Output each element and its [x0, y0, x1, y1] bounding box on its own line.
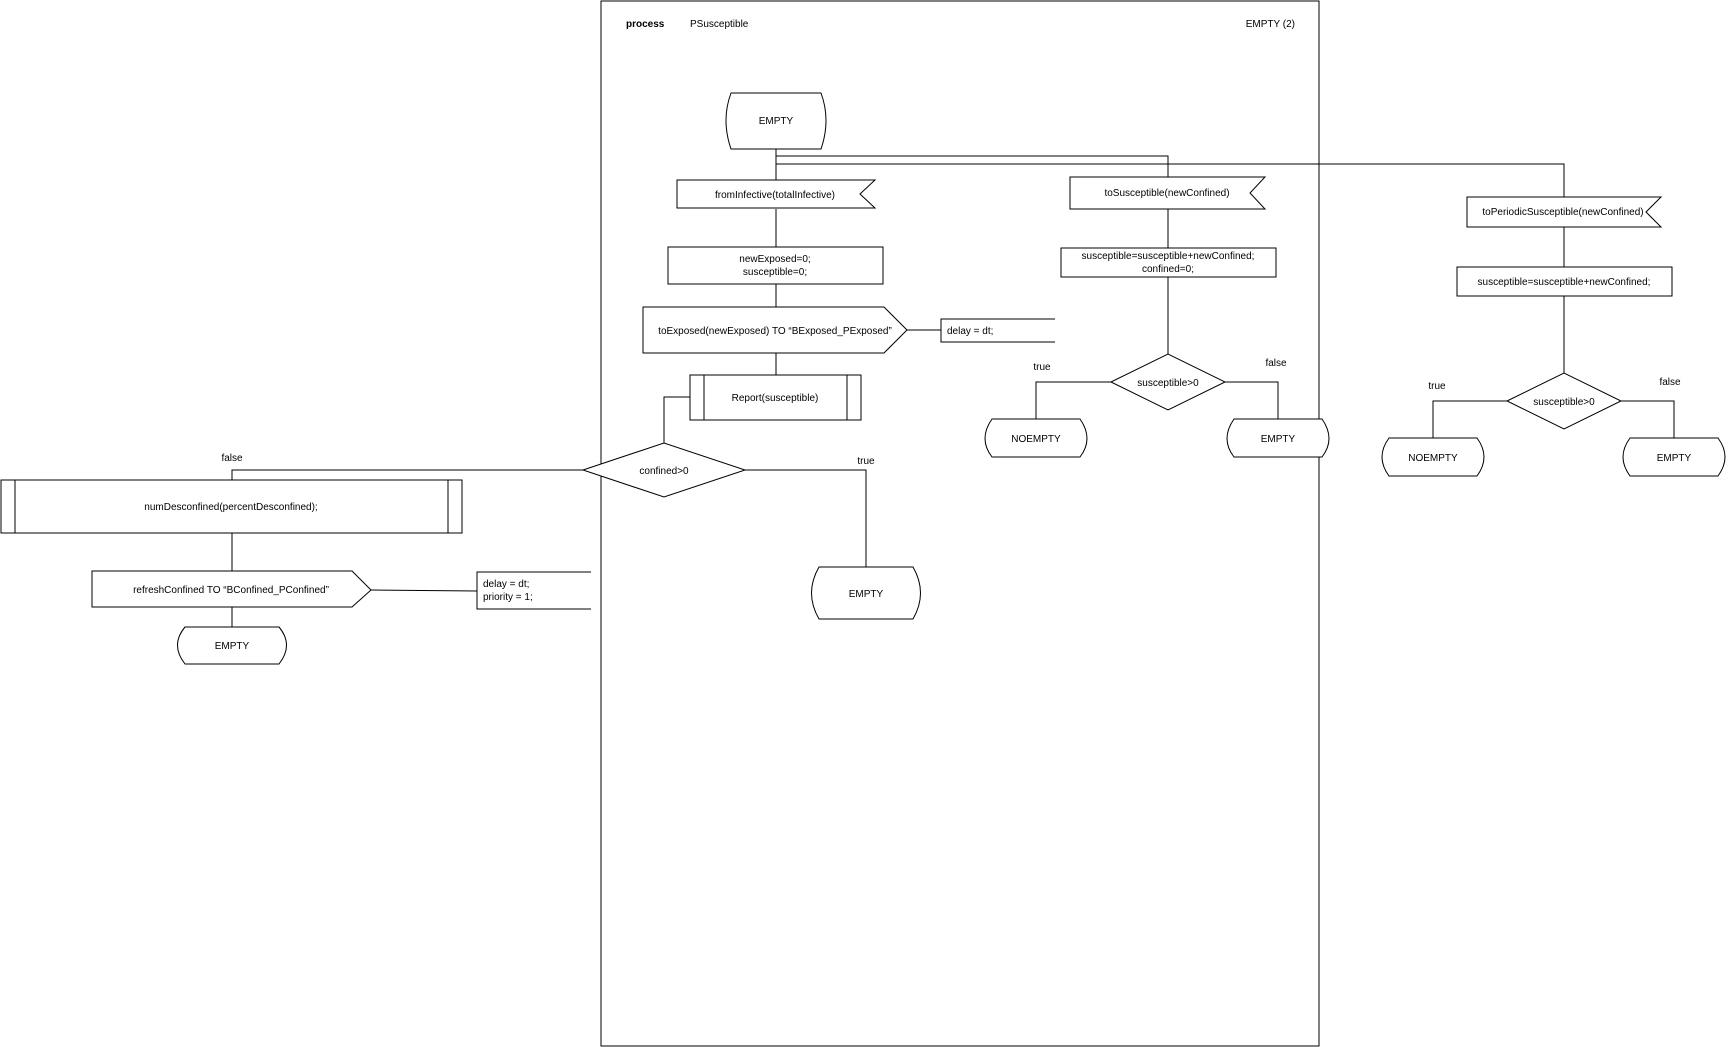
next-state-label: EMPTY — [849, 589, 884, 600]
procedure-label: numDesconfined(percentDesconfined); — [144, 502, 317, 513]
false-label: false — [221, 453, 243, 464]
comment-delay: delay = dt; — [940, 318, 1055, 343]
next-state-label: EMPTY — [215, 641, 250, 652]
procedure-call-report[interactable]: Report(susceptible) — [689, 374, 862, 421]
output-to-exposed[interactable]: toExposed(newExposed) TO “BExposed_PExpo… — [642, 306, 908, 354]
true-label: true — [857, 456, 875, 467]
input-signal-label: fromInfective(totalInfective) — [715, 190, 835, 201]
output-signal-label: refreshConfined TO “BConfined_PConfined” — [133, 585, 329, 596]
start-state[interactable]: EMPTY — [725, 92, 827, 150]
next-state-label: NOEMPTY — [1011, 434, 1061, 445]
next-state-empty[interactable]: EMPTY — [177, 626, 287, 665]
procedure-call-desconfined[interactable]: numDesconfined(percentDesconfined); — [0, 479, 463, 534]
flow-lines — [231, 149, 1675, 627]
next-state-empty[interactable]: EMPTY — [1622, 437, 1726, 477]
decision-label: confined>0 — [639, 466, 689, 477]
input-signal-label: toSusceptible(newConfined) — [1104, 188, 1229, 199]
input-signal-from-infective[interactable]: fromInfective(totalInfective) — [676, 179, 877, 209]
comment-text: delay = dt; — [483, 579, 529, 590]
input-signal-label: toPeriodicSusceptible(newConfined) — [1482, 207, 1643, 218]
input-signal-to-susceptible[interactable]: toSusceptible(newConfined) — [1069, 176, 1267, 210]
next-state-noempty[interactable]: NOEMPTY — [984, 418, 1088, 458]
procedure-label: Report(susceptible) — [732, 393, 819, 404]
task-reset-counters[interactable]: newExposed=0; susceptible=0; — [667, 246, 884, 285]
next-state-empty[interactable]: EMPTY — [811, 566, 921, 620]
decision-susceptible[interactable]: susceptible>0 — [1505, 372, 1623, 430]
true-label: true — [1428, 381, 1446, 392]
output-signal-label: toExposed(newExposed) TO “BExposed_PExpo… — [658, 326, 892, 337]
task-line: newExposed=0; — [739, 254, 810, 265]
next-state-label: EMPTY — [1657, 453, 1692, 464]
true-label: true — [1033, 362, 1051, 373]
comment-text: delay = dt; — [947, 326, 993, 337]
input-signal-to-periodic-susceptible[interactable]: toPeriodicSusceptible(newConfined) — [1466, 196, 1663, 228]
process-name: PSusceptible — [690, 19, 749, 30]
decision-confined[interactable]: confined>0 — [581, 442, 747, 498]
decision-label: susceptible>0 — [1137, 378, 1199, 389]
task-line: susceptible=susceptible+newConfined; — [1478, 277, 1651, 288]
comment-delay-priority: delay = dt; priority = 1; — [476, 571, 591, 610]
decision-label: susceptible>0 — [1533, 397, 1595, 408]
comment-text: priority = 1; — [483, 592, 533, 603]
page-label: EMPTY (2) — [1246, 19, 1295, 30]
next-state-empty[interactable]: EMPTY — [1226, 418, 1330, 458]
decision-susceptible[interactable]: susceptible>0 — [1109, 353, 1227, 411]
task-line: confined=0; — [1142, 264, 1194, 275]
start-state-label: EMPTY — [759, 116, 794, 127]
next-state-noempty[interactable]: NOEMPTY — [1381, 437, 1485, 477]
task-add-confined[interactable]: susceptible=susceptible+newConfined; — [1456, 266, 1673, 297]
task-add-confined[interactable]: susceptible=susceptible+newConfined; con… — [1060, 247, 1277, 278]
next-state-label: NOEMPTY — [1408, 453, 1458, 464]
false-label: false — [1265, 358, 1287, 369]
task-line: susceptible=0; — [743, 267, 807, 278]
task-line: susceptible=susceptible+newConfined; — [1082, 251, 1255, 262]
process-keyword: process — [626, 19, 665, 30]
output-refresh-confined[interactable]: refreshConfined TO “BConfined_PConfined” — [91, 570, 372, 608]
page-frame — [600, 0, 1320, 1047]
false-label: false — [1659, 377, 1681, 388]
next-state-label: EMPTY — [1261, 434, 1296, 445]
